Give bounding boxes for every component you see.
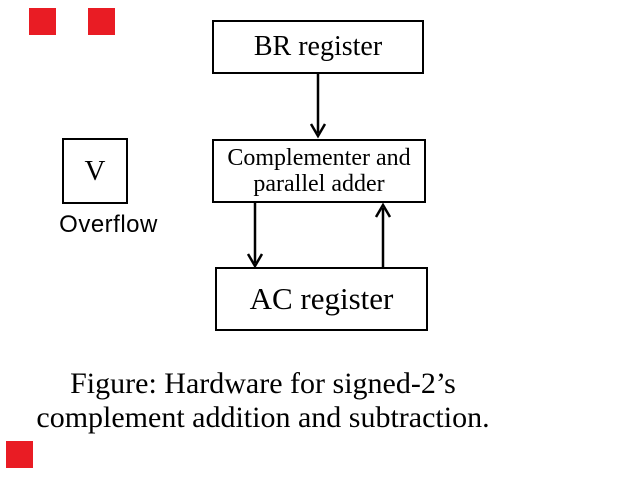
arrow-up-icon (374, 202, 392, 267)
red-square-decoration (29, 8, 56, 35)
overflow-flag-box: V (62, 138, 128, 204)
red-square-decoration (6, 441, 33, 468)
figure-caption: Figure: Hardware for signed-2’s compleme… (0, 367, 526, 435)
red-square-decoration (88, 8, 115, 35)
overflow-caption: Overflow (59, 211, 158, 238)
complementer-label-line1: Complementer and (227, 145, 411, 171)
overflow-flag-label: V (84, 154, 106, 187)
br-register-box: BR register (212, 20, 424, 74)
ac-register-box: AC register (215, 267, 428, 331)
ac-register-label: AC register (249, 281, 394, 316)
complementer-adder-box: Complementer and parallel adder (212, 139, 426, 203)
figure-caption-line1: Figure: Hardware for signed-2’s (70, 367, 456, 400)
complementer-label-line2: parallel adder (253, 171, 385, 197)
figure-caption-line2: complement addition and subtraction. (36, 401, 490, 434)
arrow-down-icon (309, 74, 327, 139)
arrow-down-icon (246, 203, 264, 269)
br-register-label: BR register (253, 31, 383, 62)
